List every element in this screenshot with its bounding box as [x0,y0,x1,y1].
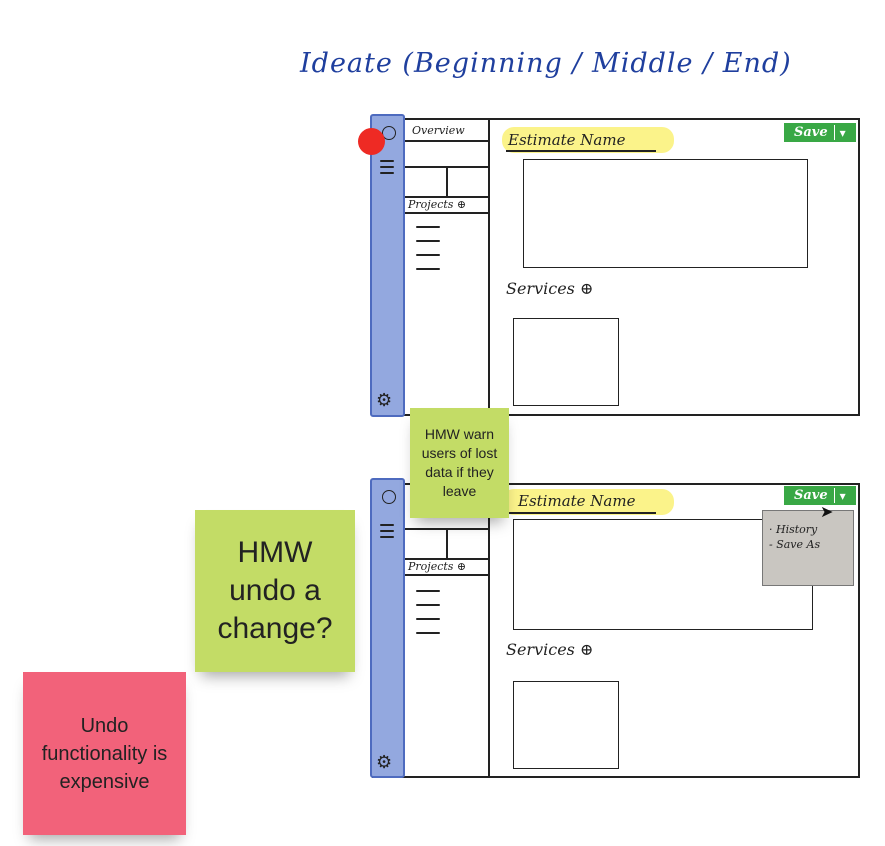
service-card [513,318,619,406]
caret-down-icon[interactable]: ▾ [839,125,846,140]
panel-divider-top [488,118,490,416]
estimate-underline [506,150,656,152]
divider [833,125,835,140]
projects-label: Projects ⊕ [408,198,467,211]
dropdown-item-save-as[interactable]: - Save As [769,538,821,551]
sticky-warn: HMW warn users of lost data if they leav… [410,408,509,518]
services-label[interactable]: Services ⊕ [506,279,594,298]
gear-icon: ⚙ [376,390,393,411]
projects-label-bottom: Projects ⊕ [408,560,467,573]
estimate-underline-bottom [506,512,656,514]
overview-underline [405,140,489,142]
save-label-bottom: Save [794,488,828,503]
sticky-undo: HMW undo a change? [195,510,355,672]
panel-divider-bottom [488,483,490,778]
overview-label: Overview [412,124,465,137]
projects-underline-bottom [405,574,489,576]
sidebar-rail-top [370,114,405,417]
menu-icon-bottom [380,524,394,538]
project-list [416,226,440,270]
save-label: Save [794,125,828,140]
save-button[interactable]: Save ▾ [784,123,856,142]
services-label-bottom[interactable]: Services ⊕ [506,640,594,659]
estimate-details-box [523,159,808,268]
sticky-warn-text: HMW warn users of lost data if they leav… [421,426,498,499]
estimate-name-bottom[interactable]: Estimate Name [518,492,636,510]
caret-down-icon-bottom[interactable]: ▾ [839,488,846,503]
sticky-expensive-text: Undo functionality is expensive [41,714,168,793]
save-dropdown-menu: · History - Save As [762,510,854,586]
save-button-bottom[interactable]: Save ▾ [784,486,856,505]
panel-vline-b [446,528,448,558]
divider-bottom [833,488,835,503]
clock-icon-bottom [382,490,396,504]
sidebar-rail-bottom [370,478,405,778]
service-card-bottom [513,681,619,769]
red-dot [358,128,385,155]
panel-hline-2 [405,196,489,198]
estimate-highlight-top [502,127,674,153]
panel-hline-b2 [405,558,489,560]
projects-underline [405,212,489,214]
sticky-expensive: Undo functionality is expensive [23,672,186,835]
menu-icon [380,160,394,174]
project-list-bottom [416,590,440,634]
cursor-icon: ➤ [820,502,834,521]
gear-icon-bottom: ⚙ [376,752,393,773]
sticky-undo-text: HMW undo a change? [217,536,333,645]
estimate-name[interactable]: Estimate Name [508,131,626,149]
panel-vline [446,166,448,196]
dropdown-item-history[interactable]: · History [769,523,818,536]
estimate-highlight-bottom [502,489,674,515]
page-title: Ideate (Beginning / Middle / End) [300,48,792,79]
